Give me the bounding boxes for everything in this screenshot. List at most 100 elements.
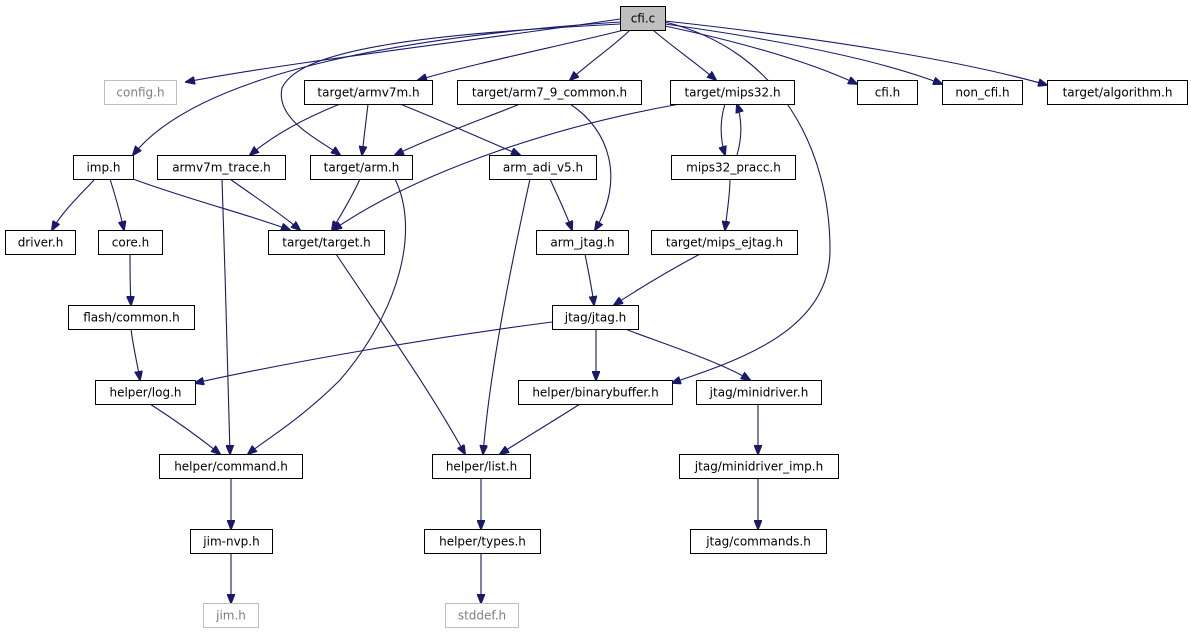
node-list-h[interactable]: helper/list.h	[432, 454, 531, 479]
node-box[interactable]	[518, 380, 673, 405]
node-box[interactable]	[445, 603, 519, 628]
nodes-layer: cfi.c config.h target/armv7m.h target/arm7_…	[5, 6, 1188, 628]
node-box[interactable]	[942, 80, 1023, 105]
edge-log-h-to-command-h	[149, 403, 220, 454]
node-arm-jtag-h[interactable]: arm_jtag.h	[536, 230, 629, 255]
edge-mips-ejtag-h-to-jtag-h	[614, 253, 701, 305]
node-box[interactable]	[73, 155, 134, 180]
node-cfi-h[interactable]: cfi.h	[857, 80, 918, 105]
node-label: jtag/commands.h	[705, 535, 811, 549]
edges-layer	[52, 18, 1047, 603]
node-box[interactable]	[552, 305, 639, 330]
node-config-h[interactable]: config.h	[104, 80, 177, 105]
node-label: flash/common.h	[83, 311, 180, 325]
node-armv7m-trace-h[interactable]: armv7m_trace.h	[157, 155, 286, 180]
node-core-h[interactable]: core.h	[98, 230, 163, 255]
node-label: arm_adi_v5.h	[503, 161, 583, 175]
node-jtag-h[interactable]: jtag/jtag.h	[552, 305, 639, 330]
edge-cfi-c-to-config-h	[186, 18, 621, 82]
node-box[interactable]	[5, 230, 76, 255]
edge-mips32-h-to-target-h	[333, 103, 681, 230]
node-command-h[interactable]: helper/command.h	[159, 454, 303, 479]
node-box[interactable]	[268, 230, 385, 255]
edge-mips32-h-to-mips32-pracc-h	[721, 103, 725, 155]
node-mips-ejtag-h[interactable]: target/mips_ejtag.h	[651, 230, 798, 255]
node-armv7m-h[interactable]: target/armv7m.h	[304, 80, 433, 105]
node-box[interactable]	[432, 454, 531, 479]
node-arm7-9-h[interactable]: target/arm7_9_common.h	[457, 80, 642, 105]
node-label: core.h	[112, 236, 149, 250]
edge-flash-common-h-to-log-h	[130, 328, 140, 380]
node-flash-common-h[interactable]: flash/common.h	[68, 305, 195, 330]
node-log-h[interactable]: helper/log.h	[95, 380, 196, 405]
edge-jtag-h-to-log-h	[195, 321, 553, 383]
node-box[interactable]	[857, 80, 918, 105]
node-box[interactable]	[304, 80, 433, 105]
node-mips32-h[interactable]: target/mips32.h	[670, 80, 795, 105]
node-box[interactable]	[651, 230, 798, 255]
node-label: target/mips_ejtag.h	[666, 236, 783, 250]
node-arm-h[interactable]: target/arm.h	[310, 155, 413, 180]
node-algorithm-h[interactable]: target/algorithm.h	[1047, 80, 1188, 105]
node-box[interactable]	[104, 80, 177, 105]
edge-target-h-to-list-h	[335, 253, 465, 454]
edge-arm-h-to-command-h	[248, 178, 406, 454]
node-box[interactable]	[1047, 80, 1188, 105]
edge-core-h-to-flash-common-h	[130, 253, 131, 305]
node-cfi-c[interactable]: cfi.c	[620, 6, 666, 31]
edge-armv7m-h-to-arm-adi-h	[399, 103, 520, 155]
edge-mips32-pracc-h-to-mips32-h	[737, 104, 741, 156]
node-commands-h[interactable]: jtag/commands.h	[690, 529, 827, 554]
node-box[interactable]	[203, 603, 259, 628]
node-non-cfi-h[interactable]: non_cfi.h	[942, 80, 1023, 105]
node-label: stddef.h	[458, 609, 506, 623]
node-label: target/mips32.h	[684, 86, 780, 100]
node-label: helper/binarybuffer.h	[532, 386, 658, 400]
node-box[interactable]	[68, 305, 195, 330]
node-box[interactable]	[424, 529, 541, 554]
node-jim-h[interactable]: jim.h	[203, 603, 259, 628]
node-label: driver.h	[18, 236, 64, 250]
node-stddef-h[interactable]: stddef.h	[445, 603, 519, 628]
node-box[interactable]	[696, 380, 822, 405]
edge-arm-h-to-target-h	[332, 178, 361, 230]
node-label: jim-nvp.h	[202, 535, 259, 549]
node-binarybuffer-h[interactable]: helper/binarybuffer.h	[518, 380, 673, 405]
node-box[interactable]	[157, 155, 286, 180]
node-label: imp.h	[86, 161, 120, 175]
edge-cfi-c-to-arm7-9-h	[570, 29, 631, 80]
node-box[interactable]	[95, 380, 196, 405]
node-box[interactable]	[536, 230, 629, 255]
node-label: armv7m_trace.h	[172, 161, 271, 175]
node-box[interactable]	[690, 529, 827, 554]
node-minidriver-h[interactable]: jtag/minidriver.h	[696, 380, 822, 405]
node-target-h[interactable]: target/target.h	[268, 230, 385, 255]
node-types-h[interactable]: helper/types.h	[424, 529, 541, 554]
node-arm-adi-h[interactable]: arm_adi_v5.h	[489, 155, 597, 180]
edge-armv7m-h-to-arm-h	[362, 103, 369, 155]
node-label: non_cfi.h	[955, 86, 1009, 100]
node-jim-nvp-h[interactable]: jim-nvp.h	[190, 529, 273, 554]
edge-cfi-c-to-mips32-h	[652, 29, 716, 80]
node-label: arm_jtag.h	[550, 236, 614, 250]
node-mips32-pracc-h[interactable]: mips32_pracc.h	[671, 155, 796, 180]
node-box[interactable]	[671, 155, 796, 180]
node-box[interactable]	[489, 155, 597, 180]
edge-arm-adi-h-to-arm-jtag-h	[549, 178, 572, 230]
node-label: target/arm.h	[324, 161, 400, 175]
node-box[interactable]	[457, 80, 642, 105]
node-box[interactable]	[670, 80, 795, 105]
node-box[interactable]	[98, 230, 163, 255]
node-box[interactable]	[310, 155, 413, 180]
node-box[interactable]	[620, 6, 666, 31]
node-label: target/arm7_9_common.h	[472, 86, 627, 100]
node-label: helper/types.h	[439, 535, 526, 549]
node-box[interactable]	[190, 529, 273, 554]
node-label: cfi.c	[631, 12, 656, 26]
node-driver-h[interactable]: driver.h	[5, 230, 76, 255]
node-box[interactable]	[159, 454, 303, 479]
node-box[interactable]	[679, 454, 839, 479]
node-minidriver-imp-h[interactable]: jtag/minidriver_imp.h	[679, 454, 839, 479]
node-imp-h[interactable]: imp.h	[73, 155, 134, 180]
edge-arm-adi-h-to-list-h	[483, 178, 531, 454]
